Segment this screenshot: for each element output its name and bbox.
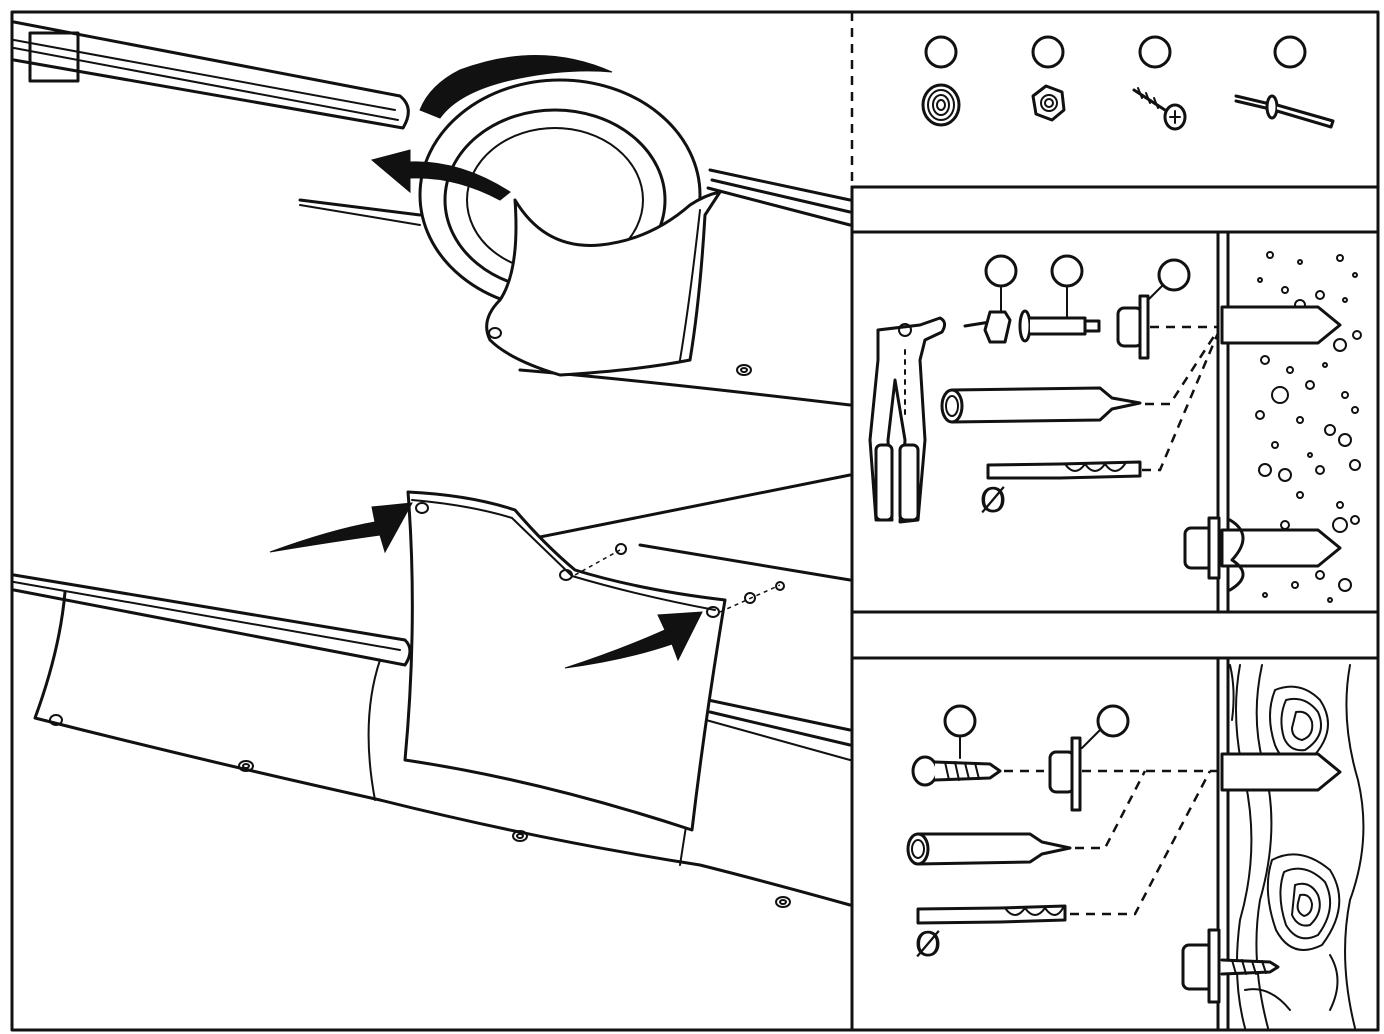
rivet-assembly <box>963 309 1101 344</box>
wood-sleeve-icon <box>1048 736 1082 812</box>
anchor-installed-concrete <box>1183 516 1342 592</box>
place-arrow-lower <box>564 611 703 669</box>
step-number-box <box>28 31 80 83</box>
concrete-panel-content: Ø <box>868 230 1362 614</box>
anchor-plug-upper <box>1220 305 1342 345</box>
place-arrow-upper <box>269 502 413 554</box>
wood-adhesive-tube-icon <box>906 832 1072 866</box>
wood-drill-bit-icon <box>916 904 1067 925</box>
rivet-gun-icon <box>868 316 947 524</box>
drill-diameter-symbol-concrete: Ø <box>980 481 1007 521</box>
anchor-plug-wood <box>1220 752 1342 792</box>
callout-nut <box>984 254 1018 288</box>
rivet-icon <box>1234 94 1335 129</box>
callout-anchor <box>1157 258 1191 292</box>
upper-skirt-panel <box>298 168 852 407</box>
grommet <box>736 364 752 376</box>
anchor-sleeve-icon <box>1116 294 1150 360</box>
roll-arrow <box>370 55 613 201</box>
screw-icon <box>1132 87 1187 131</box>
wood-panel-content: Ø <box>906 656 1365 1032</box>
wood-screw-icon <box>911 755 1002 787</box>
leader-line <box>498 473 852 547</box>
lock-nut-icon <box>1031 84 1066 122</box>
adhesive-tube-icon <box>940 386 1142 424</box>
screw-installed-wood <box>1181 928 1280 1004</box>
flap-panel <box>403 490 785 832</box>
drill-diameter-symbol-wood: Ø <box>915 925 942 965</box>
hardware-legend <box>921 35 1335 131</box>
rolled-flap <box>418 78 722 377</box>
callout-rivet-concrete <box>1050 254 1084 288</box>
drill-bit-icon <box>986 460 1142 480</box>
callout-screw-wood <box>943 704 977 738</box>
concrete-panel-header <box>850 185 1380 234</box>
main-scene <box>12 20 852 908</box>
wood-panel-header <box>850 610 1380 660</box>
spring-washer-icon <box>921 83 961 127</box>
callout-sleeve-wood <box>1096 704 1130 738</box>
top-rail <box>12 20 410 130</box>
lower-rail <box>12 573 852 761</box>
